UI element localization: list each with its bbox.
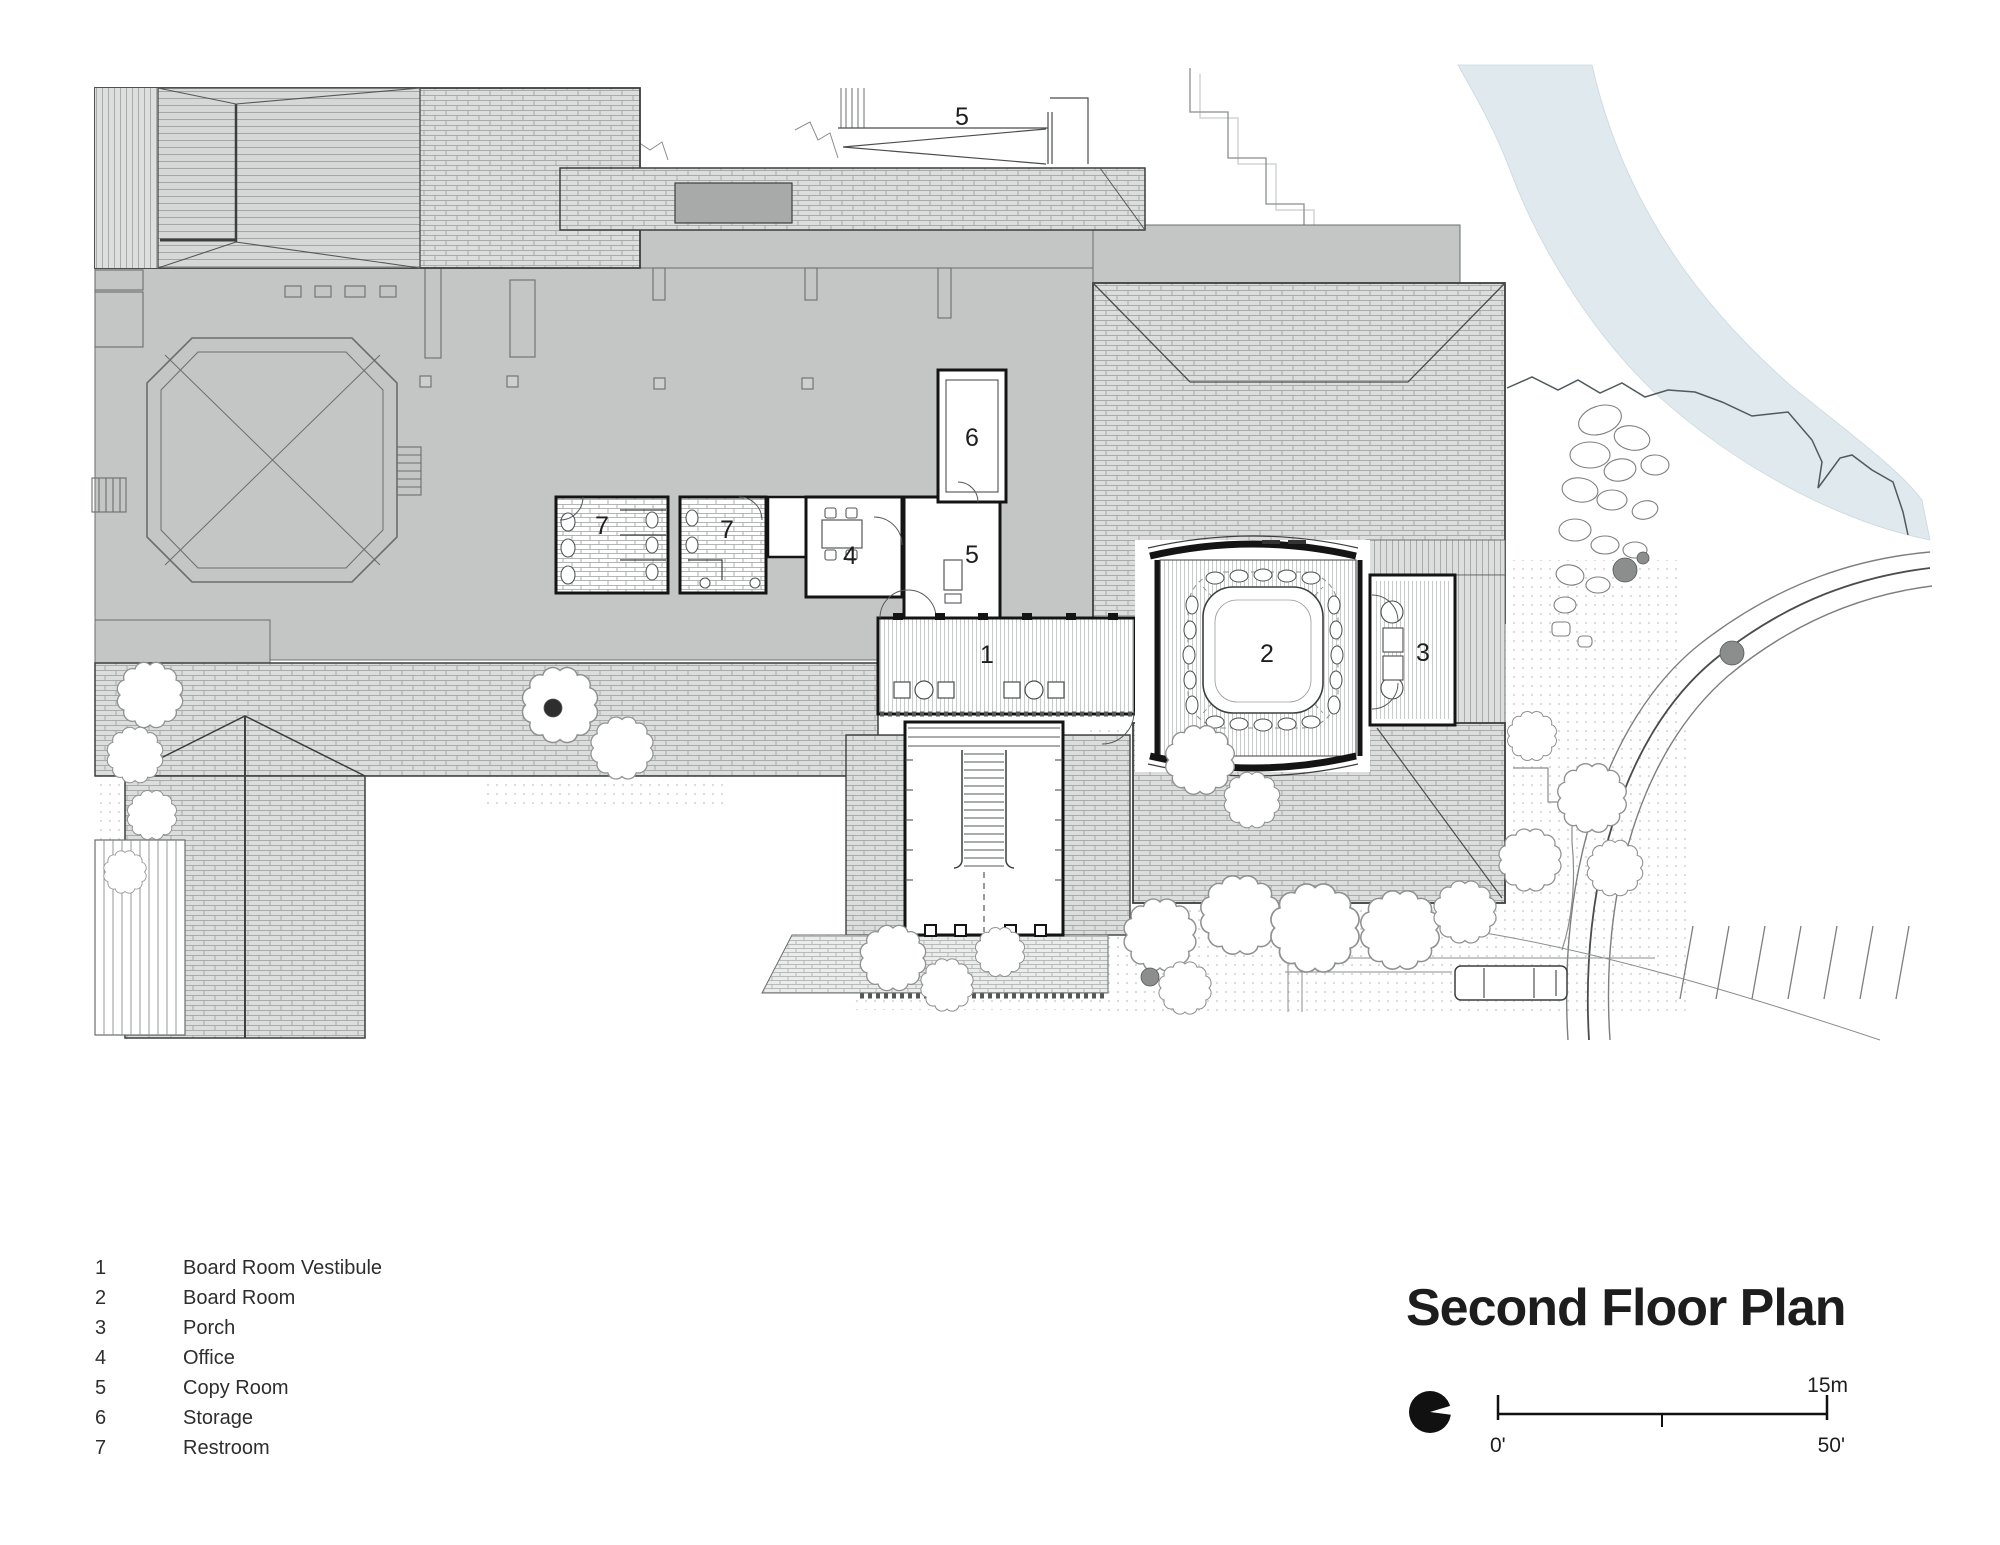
- label-board-room: 2: [1260, 640, 1274, 668]
- parking-stripes: [1679, 925, 1910, 1000]
- legend-number: 1: [95, 1257, 107, 1279]
- copy-room: [902, 495, 1002, 620]
- label-restroom-left: 7: [595, 512, 609, 540]
- legend-label: Restroom: [183, 1437, 270, 1459]
- north-arrow-icon: [1409, 1391, 1453, 1433]
- roof-vent: [674, 182, 793, 224]
- stream-water: [1457, 64, 1931, 541]
- label-storage: 6: [965, 424, 979, 452]
- grand-stair-hall: [903, 720, 1065, 937]
- building: [91, 87, 1506, 1039]
- legend-number: 2: [95, 1287, 107, 1309]
- octagon-skylight: [146, 337, 398, 583]
- dark-tree-dot: [543, 698, 563, 718]
- board-room-chairs: [1182, 568, 1344, 732]
- vestibule-furniture: [893, 680, 1065, 700]
- legend-label: Board Room Vestibule: [183, 1257, 383, 1279]
- office-chairs: [824, 507, 858, 561]
- scale-metric-label: 15m: [1807, 1374, 1848, 1397]
- office-table: [821, 519, 863, 549]
- roof-bottom-band: [94, 662, 879, 1039]
- label-vestibule: 1: [980, 641, 994, 669]
- legend-number: 5: [95, 1377, 107, 1399]
- wall-tabs: [893, 613, 1118, 620]
- room-legend: 1 Board Room Vestibule 2 Board Room 3 Po…: [95, 1253, 382, 1463]
- scale-start-label: 0': [1490, 1434, 1506, 1457]
- scale-end-label: 50': [1818, 1434, 1845, 1457]
- roof-top-left: [94, 87, 641, 269]
- board-room: [1135, 535, 1370, 777]
- legend-label: Porch: [183, 1317, 236, 1339]
- legend-label: Office: [183, 1347, 235, 1369]
- legend-row: 6 Storage: [95, 1403, 382, 1433]
- legend-label: Storage: [183, 1407, 254, 1429]
- restroom-left-room: [554, 495, 670, 595]
- label-office: 4: [843, 542, 857, 570]
- legend-row: 2 Board Room: [95, 1283, 382, 1313]
- label-porch: 3: [1416, 639, 1430, 667]
- legend-row: 4 Office: [95, 1343, 382, 1373]
- legend-row: 1 Board Room Vestibule: [95, 1253, 382, 1283]
- tree-trunks: [543, 551, 1745, 987]
- restroom-right-room: [678, 495, 768, 595]
- car: [1454, 965, 1568, 1001]
- scale-bar: 0' 50' 15m: [1490, 1374, 1848, 1457]
- road-path: [624, 94, 1933, 1041]
- label-copy-room: 5: [965, 541, 979, 569]
- legend-number: 7: [95, 1437, 107, 1459]
- ramp-upper: [838, 88, 1089, 165]
- legend-row: 7 Restroom: [95, 1433, 382, 1463]
- legend-label: Copy Room: [183, 1377, 289, 1399]
- rock-outcrop: [1551, 404, 1670, 648]
- roof-top-center: [559, 167, 1146, 231]
- legend-number: 4: [95, 1347, 107, 1369]
- shoreline: [1506, 376, 1909, 536]
- stair-rails: [953, 750, 1015, 869]
- legend-number: 6: [95, 1407, 107, 1429]
- legend-number: 3: [95, 1317, 107, 1339]
- label-restroom-right: 7: [720, 516, 734, 544]
- legend-label: Board Room: [183, 1287, 296, 1309]
- copier: [943, 559, 963, 591]
- room-number-labels: 5 6 7 7 4 5 1 2 3: [595, 103, 1430, 669]
- label-copy-room-upper: 5: [955, 103, 969, 131]
- page-title: Second Floor Plan: [1406, 1279, 1846, 1337]
- conference-table: [1202, 586, 1324, 714]
- porch-furniture: [1380, 600, 1404, 700]
- legend-row: 5 Copy Room: [95, 1373, 382, 1403]
- storage-room: [936, 368, 1008, 504]
- legend-row: 3 Porch: [95, 1313, 382, 1343]
- corridor-closet: [766, 495, 808, 559]
- office-room: [804, 495, 904, 599]
- porch-room: [1368, 573, 1457, 727]
- terrace-details: [91, 267, 952, 513]
